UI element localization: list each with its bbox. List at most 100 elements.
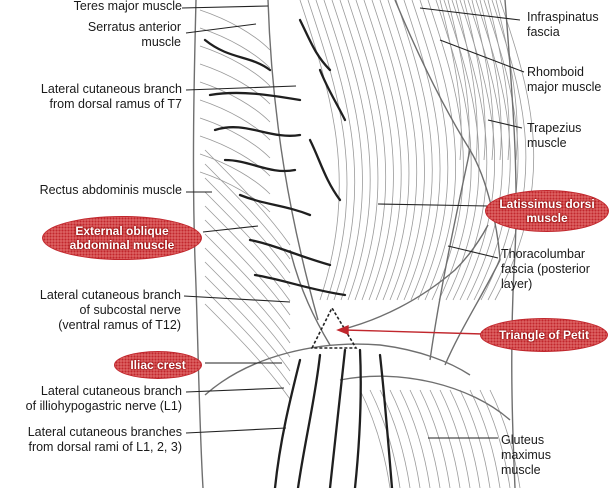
muscle-fiber-12 [395,0,433,301]
muscle-fiber-2 [315,0,356,301]
label-rhomboid-major: Rhomboid major muscle [527,65,601,95]
leader-subcostal [183,295,291,303]
muscle-fiber-67 [479,0,502,161]
label-serratus-line2: muscle [141,35,181,49]
label-infraspinatus-line1: Infraspinatus [527,10,599,24]
muscle-fiber-52 [399,389,431,489]
muscle-fiber-18 [443,0,480,301]
muscle-fiber-17 [435,0,472,301]
thoracolumbar-band [429,149,471,361]
muscle-fiber-1 [307,0,348,301]
muscle-fiber-39 [199,27,271,69]
label-gluteus-line1: Gluteus [501,433,545,447]
label-trapezius: Trapezius muscle [527,121,581,151]
muscle-fiber-46 [199,153,271,195]
label-thoracolumbar-line1: Thoracolumbar [501,247,586,261]
highlight-external-oblique: External oblique abdominal muscle [42,216,202,260]
label-iliohypo-line1: Lateral cutaneous branch [40,384,182,398]
muscle-fiber-27 [204,163,291,260]
muscle-fiber-32 [204,233,291,330]
muscle-fiber-51 [389,389,421,489]
highlight-external-oblique-line1: External oblique [75,224,169,238]
label-thoracolumbar-line2: fascia (posterior [501,262,590,276]
muscle-fiber-55 [429,389,461,489]
muscle-fiber-34 [204,261,291,358]
muscle-fiber-56 [439,389,471,489]
leader-triangle-of-petit [343,329,484,335]
muscle-fiber-38 [199,9,271,51]
muscle-fiber-69 [495,0,518,161]
highlight-iliac-crest: Iliac crest [114,351,202,379]
muscle-fiber-63 [447,0,470,161]
muscle-fiber-60 [479,389,511,489]
muscle-fiber-42 [199,81,271,123]
label-gluteus-line2: maximus [501,448,552,462]
triangle-of-petit [310,306,358,349]
muscle-fiber-53 [409,389,441,489]
muscle-fiber-28 [204,177,291,274]
label-trapezius-line2: muscle [527,136,567,150]
right-body-edge [504,0,517,489]
label-gluteus-line3: muscle [501,463,541,477]
label-subcostal-line2: of subcostal nerve [79,303,181,317]
label-serratus-anterior: Serratus anterior muscle [88,20,181,50]
muscle-fiber-54 [419,389,451,489]
muscle-fiber-64 [455,0,478,161]
highlight-triangle-of-petit: Triangle of Petit [480,318,608,352]
label-subcostal-line1: Lateral cutaneous branch [39,288,181,302]
label-teres-major: Teres major muscle [74,0,182,14]
muscle-fiber-48 [359,389,391,489]
muscle-fiber-7 [355,0,394,301]
muscle-fiber-44 [199,117,271,159]
muscle-fiber-24 [487,0,527,301]
muscle-fiber-68 [487,0,510,161]
label-rectus-abdominis: Rectus abdominis muscle [40,183,182,198]
highlight-latissimus-line2: muscle [526,211,568,225]
label-serratus-line1: Serratus anterior [87,20,181,34]
muscle-fiber-62 [439,0,462,161]
leader-iliohypo [185,387,285,393]
label-iliohypo-line2: of illiohypogastric nerve (L1) [25,399,182,413]
label-t7-line1: Lateral cutaneous branch [40,82,182,96]
label-trapezius-line1: Trapezius [527,121,582,135]
label-subcostal-line3: (ventral ramus of T12) [58,318,181,332]
muscle-fiber-35 [204,275,291,372]
thoracolumbar-band-2 [444,259,501,366]
muscle-fiber-37 [204,303,291,400]
label-lateral-cutaneous-subcostal: Lateral cutaneous branch of subcostal ne… [40,288,181,333]
label-thoracolumbar-fascia: Thoracolumbar fascia (posterior layer) [501,247,590,292]
leader-latissimus [377,203,489,207]
muscle-fiber-8 [363,0,402,301]
leader-l123 [185,427,287,434]
iliac-crest-arc [204,343,471,396]
highlight-external-oblique-line2: abdominal muscle [69,238,175,252]
highlight-iliac-crest-text: Iliac crest [130,358,186,372]
gluteus-outline [339,375,511,421]
muscle-fiber-43 [199,99,271,141]
leader-thoracolumbar [447,245,499,259]
leader-external-oblique [202,225,259,233]
muscle-fiber-9 [371,0,410,301]
label-infraspinatus-line2: fascia [527,25,560,39]
left-body-edge [192,0,204,489]
muscle-fiber-31 [204,219,291,316]
leader-t7 [185,85,297,91]
muscle-fiber-19 [451,0,488,301]
muscle-fiber-0 [299,0,340,301]
muscle-fiber-10 [379,0,418,301]
muscle-fiber-59 [469,389,501,489]
muscle-fiber-45 [199,135,271,177]
leader-rhomboid [439,39,525,73]
muscle-fiber-57 [449,389,481,489]
muscle-fiber-40 [199,45,271,87]
label-rhomboid-line1: Rhomboid [527,65,584,79]
label-lateral-cutaneous-t7: Lateral cutaneous branch from dorsal ram… [41,82,182,112]
leader-teres-major [181,5,269,9]
muscle-fiber-58 [459,389,491,489]
highlight-latissimus-dorsi: Latissimus dorsi muscle [485,190,609,232]
muscle-fiber-36 [204,289,291,386]
label-thoracolumbar-line3: layer) [501,277,533,291]
leader-trapezius [487,119,523,129]
muscle-fiber-6 [347,0,387,301]
